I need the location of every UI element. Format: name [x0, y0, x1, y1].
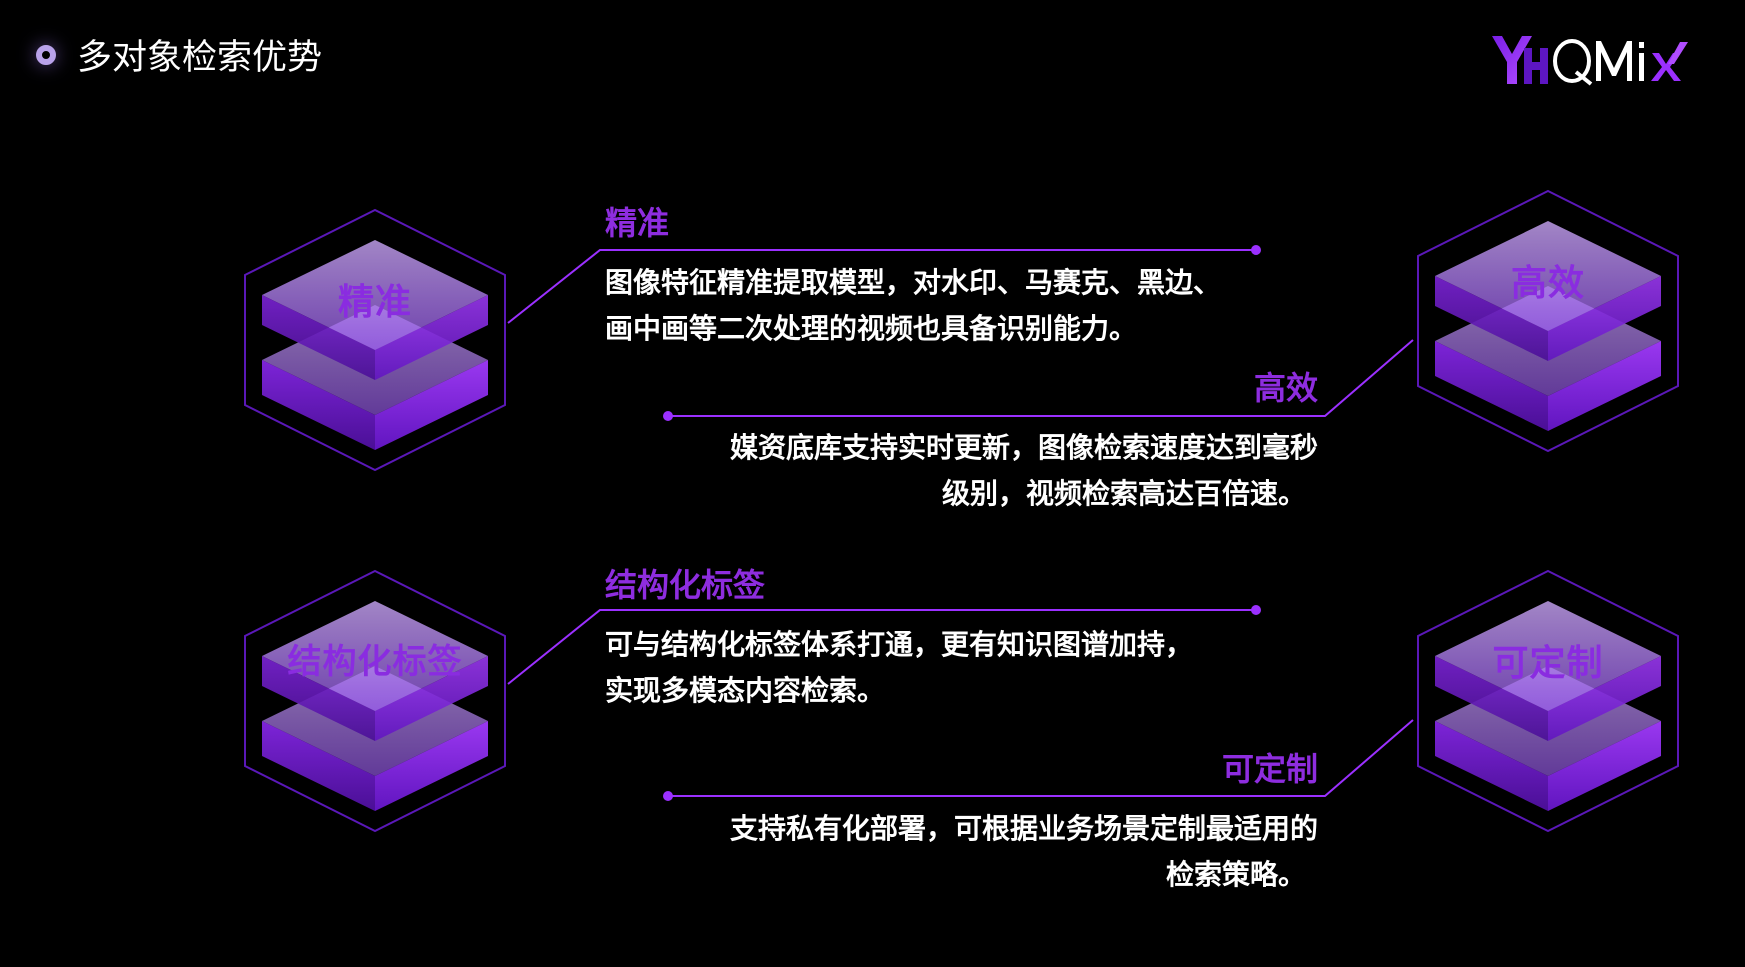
- stacked-layers-icon: [244, 569, 506, 833]
- description-efficient-line-2: 级别，视频检索高达百倍速。: [941, 477, 1306, 510]
- description-precise-line-1: 图像特征精准提取模型，对水印、马赛克、黑边、: [605, 266, 1222, 299]
- icon-label-efficient: 高效: [1510, 263, 1585, 304]
- icon-label-customizable: 可定制: [1492, 643, 1604, 684]
- connector-dot: [1251, 605, 1261, 615]
- description-structured-tags-line-2: 实现多模态内容检索。: [605, 674, 886, 707]
- heading-structured-tags: 结构化标签: [605, 566, 766, 604]
- heading-customizable: 可定制: [1221, 750, 1318, 788]
- title-bullet-icon: [36, 45, 56, 65]
- stacked-layers-icon: [244, 208, 506, 472]
- connector-dot: [1251, 245, 1261, 255]
- stacked-layers-icon: [1417, 189, 1679, 453]
- stacked-layers-icon: [1417, 569, 1679, 833]
- connector-dot: [663, 411, 673, 421]
- qmix-logo: [1488, 28, 1710, 98]
- precise-feature-icon: 精准: [240, 205, 510, 475]
- description-precise-line-2: 画中画等二次处理的视频也具备识别能力。: [605, 312, 1138, 345]
- description-customizable-line-2: 检索策略。: [1165, 858, 1306, 891]
- description-efficient-line-1: 媒资底库支持实时更新，图像检索速度达到毫秒: [729, 431, 1318, 464]
- page-title: 多对象检索优势: [77, 38, 323, 78]
- heading-precise: 精准: [605, 204, 670, 242]
- heading-efficient: 高效: [1253, 369, 1318, 407]
- customizable-feature-icon: 可定制: [1413, 566, 1683, 836]
- icon-label-structured-tags: 结构化标签: [287, 642, 463, 682]
- connector-dot: [663, 791, 673, 801]
- description-structured-tags-line-1: 可与结构化标签体系打通，更有知识图谱加持，: [605, 628, 1194, 661]
- description-customizable-line-1: 支持私有化部署，可根据业务场景定制最适用的: [729, 812, 1318, 845]
- efficient-feature-icon: 高效: [1413, 186, 1683, 456]
- icon-label-precise: 精准: [337, 282, 412, 323]
- structured-tags-feature-icon: 结构化标签: [240, 566, 510, 836]
- logo-mark-icon: [1492, 36, 1688, 86]
